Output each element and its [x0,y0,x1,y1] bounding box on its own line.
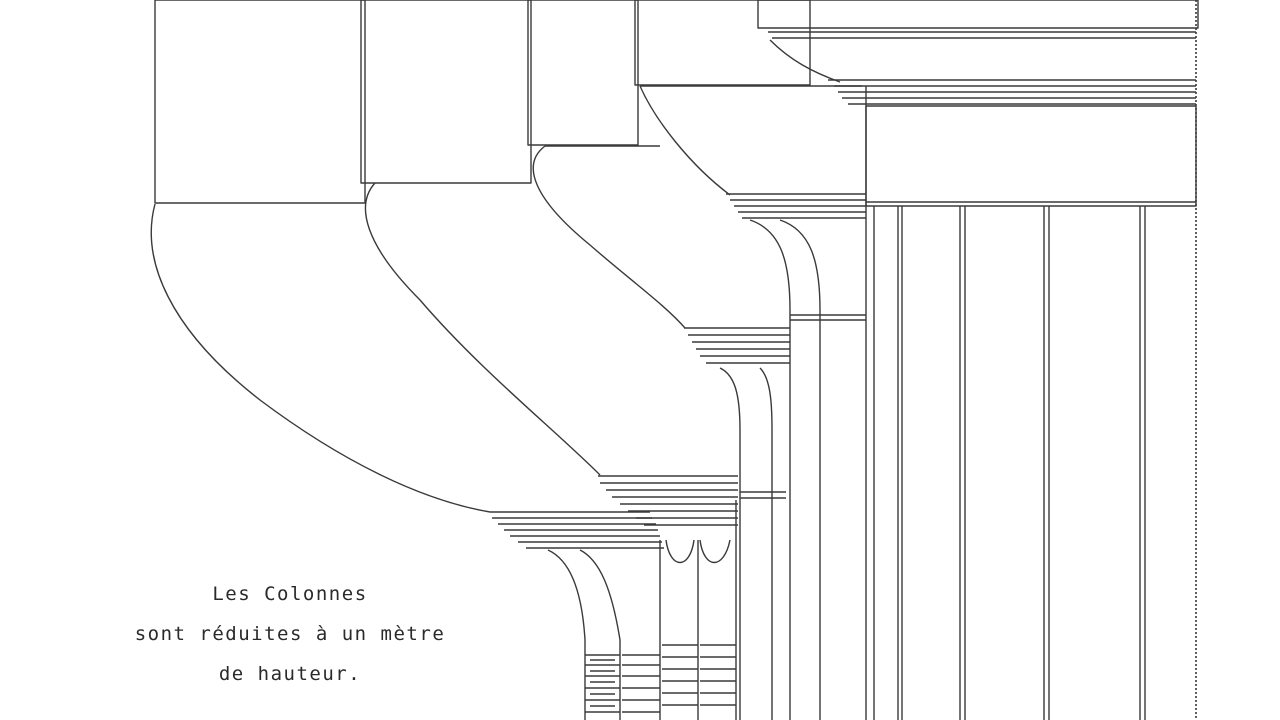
column-5-abacus [757,0,1199,29]
column-2-fluting [662,644,736,706]
column-4-abacus [634,0,811,86]
caption-line-3: de hauteur. [218,663,362,685]
column-4-annulets [726,193,866,219]
column-1-annulets [490,511,664,549]
column-4 [634,0,867,720]
caption-line-2: sont réduites à un mètre [134,623,446,645]
column-3-echinus [532,145,686,329]
caption: Les Colonnes sont réduites à un mètre de… [80,574,500,694]
caption-line-1: Les Colonnes [212,583,368,605]
column-1-fluting [585,654,660,713]
column-2 [360,0,738,720]
column-1-abacus [154,0,366,204]
column-1 [150,0,664,720]
column-3-annulets [684,327,790,364]
column-2-abacus [360,0,532,184]
column-2-echinus [364,182,601,476]
column-3-abacus [527,0,639,146]
column-5-flutes [873,206,1146,720]
column-4-echinus [639,85,731,196]
column-5 [757,0,1199,720]
column-5-neck [865,105,1197,207]
column-2-annulets [598,475,738,526]
column-1-echinus [150,203,491,513]
column-1-shaft [547,549,586,720]
column-5-annulets [828,79,1196,105]
column-3 [527,0,790,720]
